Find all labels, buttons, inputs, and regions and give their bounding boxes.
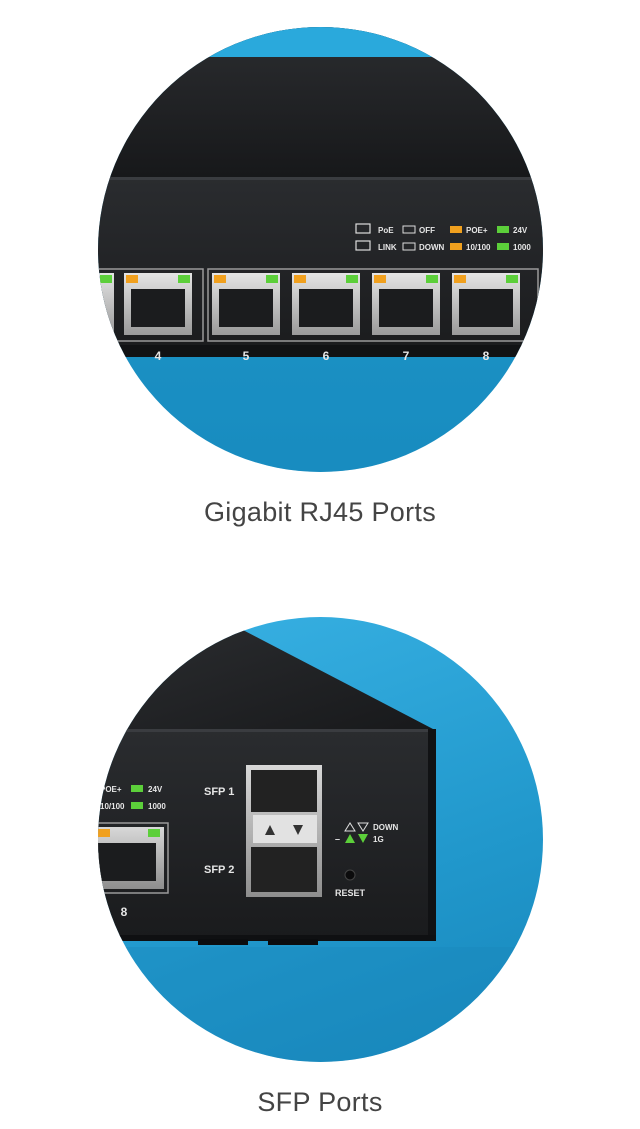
legend-poe-plus: POE+ xyxy=(466,226,488,235)
legend-10-100: 10/100 xyxy=(466,243,491,252)
port-number-6: 6 xyxy=(323,349,330,363)
sfp1-arrow-up-icon xyxy=(265,825,275,835)
legend-1000-2: 1000 xyxy=(148,802,166,811)
rj45-port-4 xyxy=(124,273,192,335)
port-number-8: 8 xyxy=(483,349,490,363)
port-number-4: 4 xyxy=(155,349,162,363)
sfp-legend-down: DOWN xyxy=(373,823,399,832)
rj45-port-8 xyxy=(452,273,520,335)
rj45-ports-image: PoE LINK OFF DOWN POE+ 10/100 24V 1000 xyxy=(98,27,543,472)
sfp-ports-caption: SFP Ports xyxy=(257,1087,383,1117)
led-legend-partial: POE+ 10/100 24V 1000 xyxy=(100,785,166,811)
rj45-port-5 xyxy=(212,273,280,335)
legend-poe: PoE xyxy=(378,226,394,235)
port-number-8-b: 8 xyxy=(121,905,128,919)
reset-label: RESET xyxy=(335,888,366,898)
legend-link: LINK xyxy=(378,243,397,252)
legend-10-100-2: 10/100 xyxy=(100,802,125,811)
sfp1-label: SFP 1 xyxy=(204,786,234,798)
legend-down: DOWN xyxy=(419,243,445,252)
rj45-port-7 xyxy=(372,273,440,335)
switch-front-sfp: POE+ 10/100 24V 1000 8 SFP 1 SFP 2 xyxy=(98,617,543,1062)
port-number-5: 5 xyxy=(243,349,250,363)
sfp-ports-image: POE+ 10/100 24V 1000 8 SFP 1 SFP 2 xyxy=(98,617,543,1062)
sfp2-arrow-down-icon xyxy=(293,825,303,835)
rj45-port-6 xyxy=(292,273,360,335)
rj45-port-8-partial xyxy=(98,822,169,894)
legend-poe-plus-2: POE+ xyxy=(100,785,122,794)
port-number-7: 7 xyxy=(403,349,410,363)
legend-off: OFF xyxy=(419,226,435,235)
legend-24v-2: 24V xyxy=(148,785,163,794)
legend-1000: 1000 xyxy=(513,243,531,252)
sfp2-label: SFP 2 xyxy=(204,864,234,876)
sfp-cage xyxy=(246,765,322,897)
legend-24v: 24V xyxy=(513,226,528,235)
reset-button xyxy=(344,869,356,881)
rj45-ports-caption: Gigabit RJ45 Ports xyxy=(204,497,436,527)
sfp-led-legend: – DOWN 1G xyxy=(335,822,399,844)
switch-front-rj45: PoE LINK OFF DOWN POE+ 10/100 24V 1000 xyxy=(98,27,543,472)
sfp-dash: – xyxy=(335,834,340,844)
sfp-legend-1g: 1G xyxy=(373,835,384,844)
led-legend: PoE LINK OFF DOWN POE+ 10/100 24V 1000 xyxy=(355,223,531,252)
